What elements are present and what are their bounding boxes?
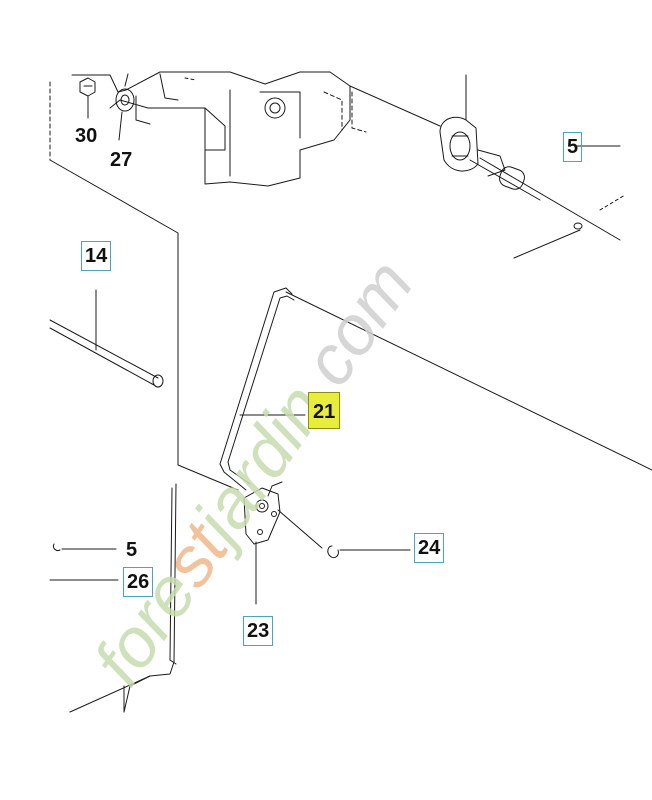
part-label-26[interactable]: 26	[123, 567, 154, 597]
control-rod-21	[219, 287, 306, 491]
left-lower-parts	[49, 543, 119, 581]
frame-edge-right-long	[285, 291, 652, 471]
washer-27	[115, 73, 135, 141]
rod-14	[49, 289, 164, 388]
frame-upper-right-rail-2	[479, 157, 621, 241]
part-label-5-left[interactable]: 5	[126, 539, 138, 561]
frame-casting	[49, 71, 367, 187]
part-label-30[interactable]: 30	[75, 125, 98, 147]
part-label-27[interactable]: 27	[110, 149, 133, 171]
frame-upper-right-rail	[349, 85, 441, 127]
clip-24	[327, 545, 411, 559]
part-label-24[interactable]: 24	[414, 533, 445, 563]
part-label-23[interactable]: 23	[243, 616, 274, 646]
bushing-assembly-5	[439, 74, 621, 230]
bolt-30	[79, 77, 96, 119]
frame-edge-upper	[49, 159, 239, 491]
part-label-21[interactable]: 21	[308, 392, 341, 429]
bracket-plate-23	[243, 481, 323, 605]
part-label-5-top[interactable]: 5	[563, 132, 583, 162]
lower-linkage	[69, 483, 177, 713]
part-label-14[interactable]: 14	[81, 241, 112, 271]
